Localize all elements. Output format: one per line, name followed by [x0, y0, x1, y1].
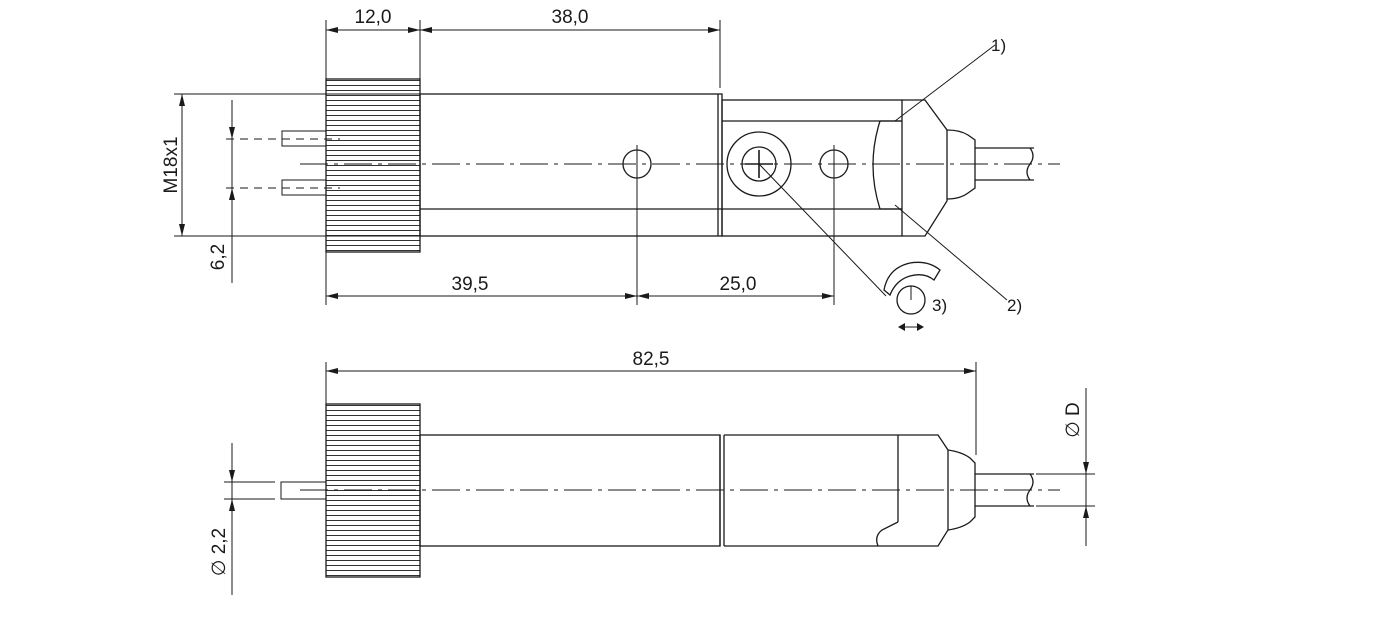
dimension-82-5: 82,5 [325, 349, 977, 455]
dim-82-5-label: 82,5 [633, 349, 670, 370]
dim-39-5-label: 39,5 [452, 274, 489, 295]
dim-12-label: 12,0 [355, 7, 392, 28]
dimension-dia-d: ∅ D [1036, 388, 1095, 546]
callout-2: 2) [1007, 296, 1022, 315]
side-view [280, 403, 1060, 578]
dimension-dia-2-2: ∅ 2,2 [209, 443, 275, 595]
dim-38-label: 38,0 [552, 7, 589, 28]
connector-pins [226, 130, 340, 196]
knurled-nut [325, 78, 421, 253]
dim-dia-d-label: ∅ D [1063, 402, 1084, 438]
callout-1: 1) [991, 36, 1006, 55]
dimension-38: 38,0 [420, 7, 721, 88]
dimension-m18: M18x1 [161, 93, 420, 237]
dim-dia-2-2-label: ∅ 2,2 [209, 528, 230, 576]
dimension-12: 12,0 [325, 7, 421, 79]
dimension-6-2: 6,2 [208, 100, 235, 283]
adjust-symbol-icon [883, 261, 941, 331]
dimension-39-5: 39,5 [325, 252, 637, 305]
dim-m18-label: M18x1 [161, 136, 182, 193]
dim-6-2-label: 6,2 [208, 244, 229, 270]
callout-3: 3) [932, 296, 947, 315]
dim-25-label: 25,0 [720, 274, 757, 295]
top-view [226, 44, 1060, 305]
dimension-25: 25,0 [637, 274, 834, 299]
